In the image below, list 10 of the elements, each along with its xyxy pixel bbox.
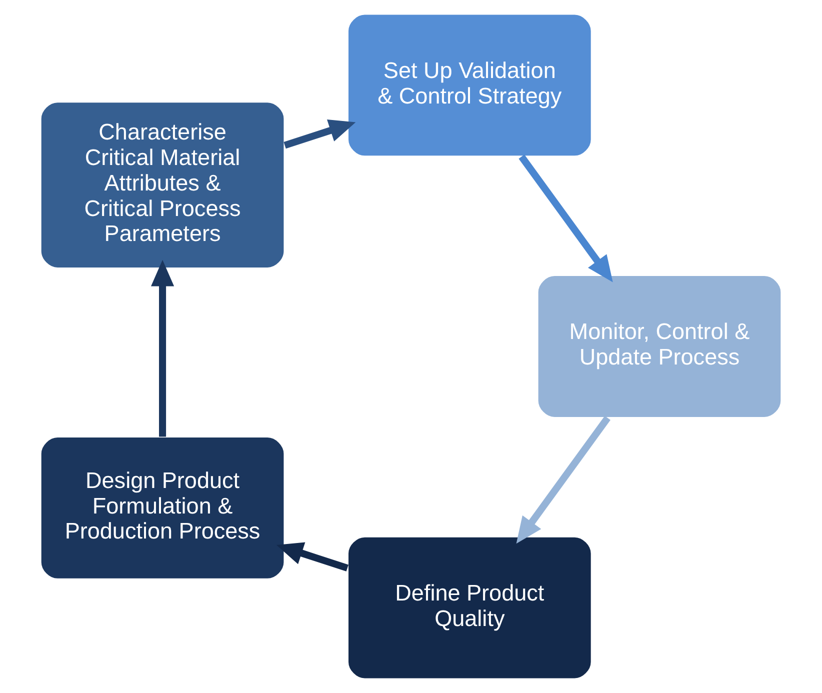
node-box: Design Product Formulation & Production Process [40,436,286,580]
node-box: Characterise Critical Material Attributes & Critical Process Parameters [40,101,286,269]
node-box: Define Product Quality [347,536,592,680]
arrow [518,154,613,282]
node-box: Set Up Validation & Control Strategy [347,13,592,158]
arrow [516,416,610,544]
arrow [150,260,174,437]
node-box: Monitor, Control & Update Process [536,274,782,418]
arrow [284,119,356,149]
arrow [276,542,348,572]
